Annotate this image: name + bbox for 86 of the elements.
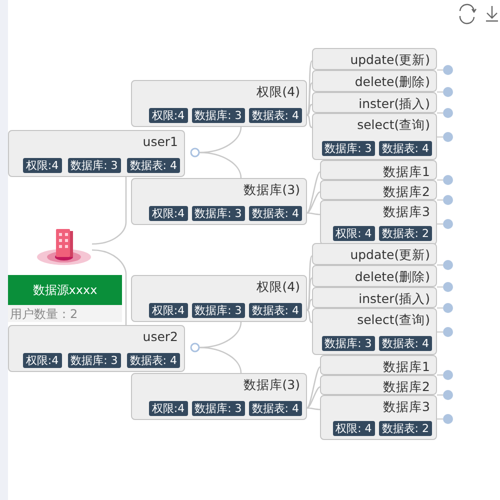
count-tag: 数据库: 3	[322, 336, 375, 351]
count-tag: 数据库: 3	[68, 158, 121, 173]
root-card	[8, 275, 122, 322]
count-tag: 数据库: 3	[192, 206, 245, 221]
connector-line	[306, 212, 320, 216]
topic-box	[131, 80, 307, 127]
connector-line	[306, 172, 320, 214]
topic-title: 权限(4)	[256, 279, 300, 295]
topic-title: delete(删除)	[354, 74, 430, 90]
topic-title: update(更新)	[350, 247, 430, 263]
topic-title: delete(删除)	[354, 269, 430, 285]
connector-line	[306, 386, 320, 409]
topic-box	[312, 113, 437, 160]
topic-box	[312, 308, 437, 355]
connector-line	[306, 114, 312, 128]
topic-box	[320, 160, 437, 180]
topic-title: user1	[142, 134, 178, 150]
topic-title: 权限(4)	[256, 84, 300, 100]
topic-title: inster(插入)	[358, 291, 430, 307]
topic-title: update(更新)	[350, 52, 430, 68]
count-tag: 权限:4	[148, 303, 188, 318]
topic-title: 数据库(3)	[243, 377, 300, 393]
user-count: 用户数量：2	[10, 306, 78, 322]
topic-box	[312, 48, 437, 70]
connector-line	[306, 60, 313, 116]
topic-title: 数据库(3)	[243, 182, 300, 198]
topic-box	[320, 355, 437, 375]
topic-box	[320, 180, 437, 200]
topic-box	[320, 395, 437, 440]
topic-box	[312, 92, 437, 113]
topic-title: select(查询)	[357, 117, 430, 133]
topic-title: user2	[142, 329, 178, 345]
count-tag: 数据库: 3	[68, 353, 121, 368]
count-tag: 数据库: 3	[322, 141, 375, 156]
count-tag: 数据库: 3	[192, 108, 245, 123]
connector-line	[198, 152, 242, 178]
topic-box	[312, 287, 437, 308]
root-header: 数据源xxxx	[8, 275, 122, 305]
connector-line	[306, 298, 312, 311]
count-tag: 数据表: 2	[378, 421, 432, 436]
topic-box	[8, 325, 185, 372]
count-tag: 数据表: 4	[378, 336, 432, 351]
topic-title: 数据库1	[383, 359, 430, 375]
count-tag: 权限:4	[22, 353, 62, 368]
connector-line	[306, 366, 320, 408]
topic-box	[8, 130, 185, 177]
topic-box	[312, 243, 437, 265]
topic-title: inster(插入)	[358, 96, 430, 112]
count-tag: 权限:4	[148, 108, 188, 123]
count-tag: 数据表: 4	[248, 108, 302, 123]
connector-line	[92, 177, 127, 245]
topic-box	[131, 275, 307, 322]
topic-box	[131, 373, 307, 420]
count-tag: 数据表: 4	[248, 401, 302, 416]
topic-box	[320, 375, 437, 395]
count-tag: 权限: 4	[332, 421, 375, 436]
count-tag: 数据库: 3	[192, 303, 245, 318]
count-tag: 权限:4	[148, 206, 188, 221]
topic-title: 数据库2	[383, 184, 430, 200]
count-tag: 数据库: 3	[192, 401, 245, 416]
topic-box	[312, 265, 437, 287]
building-icon	[34, 226, 94, 266]
topic-title: 数据库3	[383, 204, 430, 220]
topic-title: select(查询)	[357, 312, 430, 328]
count-tag: 数据表: 4	[378, 141, 432, 156]
count-tag: 权限: 4	[332, 226, 375, 241]
connector-line	[306, 256, 313, 310]
connector-line	[306, 407, 320, 410]
connector-line	[306, 104, 312, 116]
count-tag: 权限:4	[22, 158, 62, 173]
count-tag: 数据表: 4	[126, 353, 180, 368]
count-tag: 数据表: 2	[378, 226, 432, 241]
topic-title: 数据库1	[383, 164, 430, 180]
topic-title: 数据库3	[383, 399, 430, 415]
connector-line	[306, 309, 312, 324]
connector-line	[92, 249, 127, 325]
topic-box	[320, 200, 437, 245]
count-tag: 数据表: 4	[126, 158, 180, 173]
topic-box	[312, 70, 437, 92]
count-tag: 数据表: 4	[248, 206, 302, 221]
count-tag: 权限:4	[148, 401, 188, 416]
connector-line	[198, 346, 242, 374]
topic-box	[131, 178, 307, 225]
topic-title: 数据库2	[383, 379, 430, 395]
count-tag: 数据表: 4	[248, 303, 302, 318]
connector-line	[306, 191, 320, 214]
